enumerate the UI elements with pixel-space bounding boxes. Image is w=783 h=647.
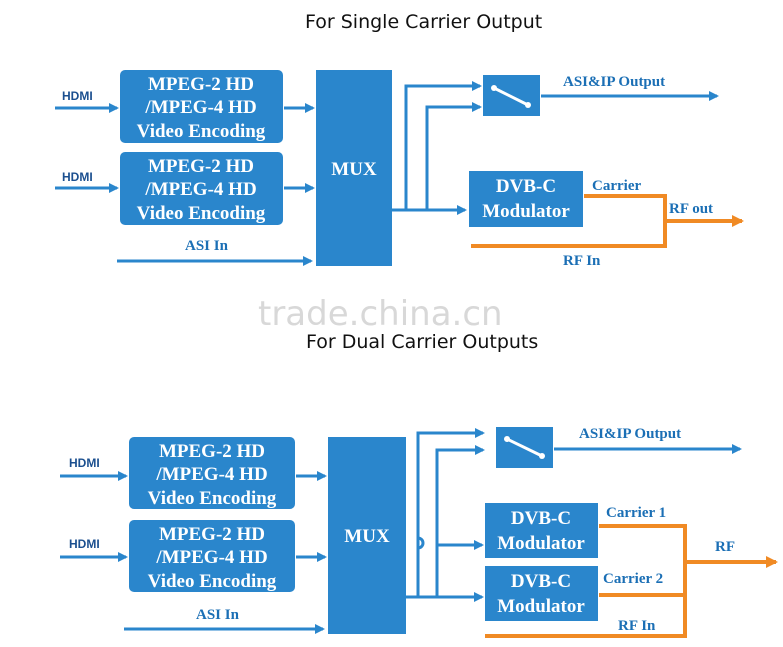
rf-in-line <box>471 221 667 248</box>
svg-text:Modulator: Modulator <box>482 201 570 222</box>
rf-in-label: RF In <box>618 618 656 634</box>
encoder-block-1: MPEG-2 HD /MPEG-4 HD Video Encoding <box>129 437 295 509</box>
svg-text:MPEG-2 HD: MPEG-2 HD <box>159 524 265 545</box>
svg-text:/MPEG-4 HD: /MPEG-4 HD <box>155 547 267 568</box>
svg-text:/MPEG-4 HD: /MPEG-4 HD <box>144 179 256 200</box>
single-carrier-title: For Single Carrier Output <box>305 11 542 33</box>
svg-text:/MPEG-4 HD: /MPEG-4 HD <box>144 97 256 118</box>
carrier-label: Carrier <box>592 178 641 194</box>
carrier-2-label: Carrier 2 <box>603 571 663 587</box>
hdmi-2-label: HDMI <box>62 170 93 184</box>
asi-in-label: ASI In <box>185 238 229 254</box>
svg-text:Video Encoding: Video Encoding <box>137 121 266 142</box>
switch-icon <box>496 427 553 468</box>
svg-text:MPEG-2 HD: MPEG-2 HD <box>159 441 265 462</box>
mux-block: MUX <box>328 437 406 634</box>
svg-text:DVB-C: DVB-C <box>511 571 571 592</box>
mux-to-switch-line-1 <box>392 81 482 212</box>
svg-text:MUX: MUX <box>331 159 377 180</box>
single-carrier-diagram: HDMI HDMI MPEG-2 HD /MPEG-4 HD Video Enc… <box>55 70 744 269</box>
svg-text:Video Encoding: Video Encoding <box>148 488 277 509</box>
rf-label: RF <box>715 539 735 555</box>
watermark: trade.china.cn <box>258 294 503 334</box>
hdmi-1-label: HDMI <box>62 89 93 103</box>
dvbc-modulator-block-1: DVB-C Modulator <box>485 503 598 558</box>
hdmi-2-label: HDMI <box>69 537 100 551</box>
asi-in-label: ASI In <box>196 607 240 623</box>
line-crossover <box>417 536 425 550</box>
carrier-1-rf-line <box>599 524 778 568</box>
carrier-rf-line <box>584 194 744 227</box>
encoder-block-2: MPEG-2 HD /MPEG-4 HD Video Encoding <box>129 520 295 592</box>
svg-text:Modulator: Modulator <box>497 533 585 554</box>
rf-in-line <box>485 595 687 638</box>
svg-text:MPEG-2 HD: MPEG-2 HD <box>148 156 254 177</box>
rf-out-label: RF out <box>669 201 713 217</box>
svg-text:MUX: MUX <box>344 526 390 547</box>
dvbc-modulator-block-2: DVB-C Modulator <box>485 566 598 621</box>
svg-text:Video Encoding: Video Encoding <box>137 203 266 224</box>
encoder-block-1: MPEG-2 HD /MPEG-4 HD Video Encoding <box>120 70 283 143</box>
encoder-block-2: MPEG-2 HD /MPEG-4 HD Video Encoding <box>120 152 283 225</box>
rf-in-label: RF In <box>563 253 601 269</box>
hdmi-1-label: HDMI <box>69 456 100 470</box>
dvbc-modulator-block: DVB-C Modulator <box>469 171 583 227</box>
svg-text:Modulator: Modulator <box>497 596 585 617</box>
svg-text:MPEG-2 HD: MPEG-2 HD <box>148 74 254 95</box>
svg-text:DVB-C: DVB-C <box>496 176 556 197</box>
dual-carrier-title: For Dual Carrier Outputs <box>306 331 538 353</box>
asi-ip-output-label: ASI&IP Output <box>563 74 665 90</box>
mux-block: MUX <box>316 70 392 266</box>
svg-text:DVB-C: DVB-C <box>511 508 571 529</box>
asi-ip-output-label: ASI&IP Output <box>579 426 681 442</box>
mux-to-switch-line-1 <box>406 428 485 599</box>
svg-text:/MPEG-4 HD: /MPEG-4 HD <box>155 464 267 485</box>
carrier-1-label: Carrier 1 <box>606 505 666 521</box>
svg-text:Video Encoding: Video Encoding <box>148 571 277 592</box>
dual-carrier-diagram: HDMI HDMI MPEG-2 HD /MPEG-4 HD Video Enc… <box>60 426 778 638</box>
switch-icon <box>483 75 540 116</box>
